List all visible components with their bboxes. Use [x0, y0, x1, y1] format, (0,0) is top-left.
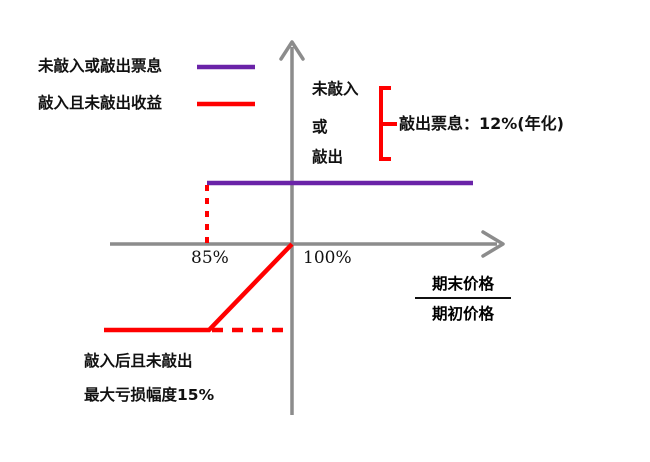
x-tick-label-100: 100%	[303, 248, 352, 268]
x-axis-fraction-label: 期末价格 期初价格	[415, 272, 511, 324]
annotation-brace-icon	[379, 86, 397, 161]
x-axis-fraction-numerator: 期末价格	[431, 275, 494, 293]
loss-payoff-line	[104, 242, 294, 333]
bottom-note-line-2: 最大亏损幅度15%	[84, 386, 215, 404]
x-tick-label-85: 85%	[191, 248, 229, 268]
annotation-stack-line-3: 敲出	[312, 148, 344, 166]
x-axis-arrow-icon	[481, 230, 505, 258]
x-axis-fraction-bar	[415, 297, 511, 299]
bottom-note-line-1: 敲入后且未敲出	[84, 352, 193, 370]
axis-group	[110, 40, 505, 415]
loss-payoff-series	[104, 242, 294, 333]
x-axis-fraction-denominator: 期初价格	[431, 305, 494, 323]
legend-item-label-loss: 敲入且未敲出收益	[38, 94, 163, 112]
annotation-stack-line-1: 未敲入	[312, 80, 359, 98]
annotation-stack-line-2: 或	[312, 118, 328, 136]
y-axis-arrow-icon	[279, 40, 305, 61]
legend-swatch-group	[197, 64, 255, 107]
annotation-coupon-text: 敲出票息：12%(年化)	[399, 114, 564, 133]
legend-item-label-coupon: 未敲入或敲出票息	[38, 57, 163, 75]
